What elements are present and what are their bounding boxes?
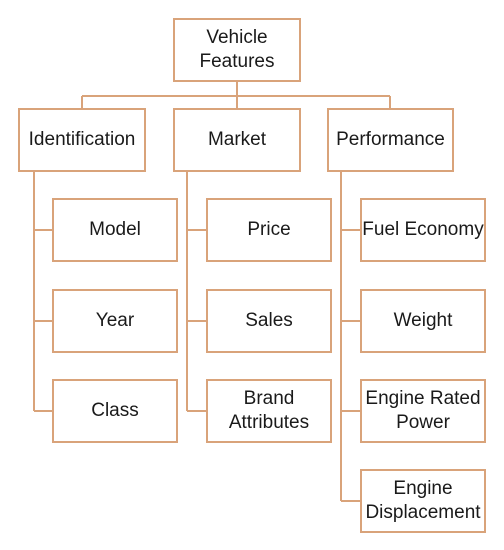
category-node-performance: Performance — [327, 108, 454, 172]
leaf-node-engine-displacement: Engine Displacement — [360, 469, 486, 533]
leaf-label-model: Model — [89, 219, 141, 240]
leaf-node-price: Price — [206, 198, 332, 262]
leaf-label-fuel-economy: Fuel Economy — [362, 219, 484, 240]
leaf-node-fuel-economy: Fuel Economy — [360, 198, 486, 262]
category-label-identification: Identification — [28, 129, 136, 150]
leaf-label-engine-rated-power-line2: Power — [396, 412, 450, 433]
leaf-label-brand-attributes-line1: Brand — [243, 388, 295, 409]
leaf-label-sales: Sales — [245, 310, 293, 331]
leaf-node-sales: Sales — [206, 289, 332, 353]
leaf-node-model: Model — [52, 198, 178, 262]
leaf-node-class: Class — [52, 379, 178, 443]
leaf-label-engine-displacement-line2: Displacement — [365, 502, 481, 523]
leaf-label-engine-displacement-line1: Engine — [393, 478, 453, 499]
category-node-identification: Identification — [18, 108, 146, 172]
leaf-label-weight: Weight — [393, 310, 453, 331]
leaf-node-year: Year — [52, 289, 178, 353]
leaf-label-year: Year — [95, 310, 135, 331]
leaf-label-class: Class — [91, 400, 139, 421]
root-label-line1: Vehicle — [206, 27, 268, 48]
root-label-line2: Features — [199, 51, 275, 72]
category-node-market: Market — [173, 108, 301, 172]
leaf-label-engine-rated-power-line1: Engine Rated — [365, 388, 481, 409]
root-node-vehicle-features: Vehicle Features — [173, 18, 301, 82]
leaf-label-brand-attributes-line2: Attributes — [228, 412, 310, 433]
leaf-node-weight: Weight — [360, 289, 486, 353]
leaf-node-engine-rated-power: Engine Rated Power — [360, 379, 486, 443]
leaf-label-price: Price — [247, 219, 291, 240]
category-label-performance: Performance — [336, 129, 445, 150]
category-label-market: Market — [207, 129, 267, 150]
leaf-node-brand-attributes: Brand Attributes — [206, 379, 332, 443]
